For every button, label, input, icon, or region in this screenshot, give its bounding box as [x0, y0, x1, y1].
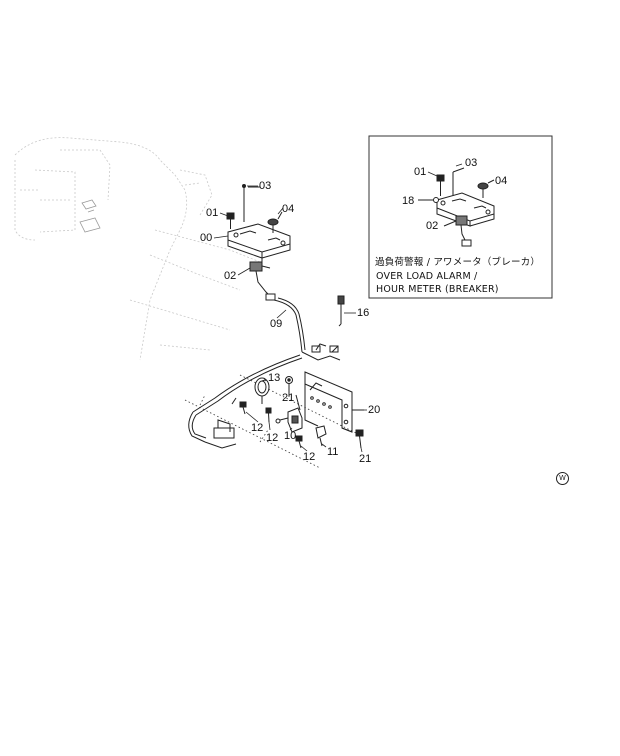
inset-connector-02: [443, 215, 472, 247]
machine-detail: [79, 199, 101, 233]
callout-21-upper: 21: [282, 392, 295, 404]
inset-tie-03: [452, 167, 465, 196]
callout-00: 00: [200, 232, 213, 244]
inset-caption-en-1: OVER LOAD ALARM /: [376, 271, 478, 282]
breaker-10: [275, 407, 303, 433]
machine-body-outline: [14, 137, 261, 361]
tie-03: [242, 184, 260, 222]
inset-bracket: [436, 192, 495, 227]
inset-grommet-04: [477, 179, 495, 198]
inset-callout-04: 04: [495, 175, 508, 187]
screw-12-left: [239, 401, 247, 415]
screw-21-upper: [285, 376, 293, 396]
callout-02: 02: [224, 270, 237, 282]
harness-09: [188, 297, 341, 449]
base-panel: [184, 374, 361, 469]
inset-callout-03: 03: [465, 157, 478, 169]
inset-callout-18: 18: [402, 195, 415, 207]
screw-21-lower: [355, 429, 364, 449]
grommet-04: [267, 211, 283, 233]
leader-lines: [213, 185, 367, 453]
watermark-w-icon: W: [556, 472, 569, 485]
connector-02: [249, 261, 276, 301]
callout-03: 03: [259, 180, 272, 192]
callout-16: 16: [357, 307, 370, 319]
wire-leads: [231, 382, 323, 411]
callout-09: 09: [270, 318, 283, 330]
callout-12-left: 12: [251, 422, 264, 434]
callout-11: 11: [327, 446, 339, 458]
callout-01: 01: [206, 207, 219, 219]
callout-04: 04: [282, 203, 295, 215]
callout-12-right: 12: [303, 451, 316, 463]
callout-12-mid: 12: [266, 432, 279, 444]
bolt-01: [226, 212, 235, 229]
inset-caption-jp: 過負荷警報 / アワメータ（ブレーカ）: [375, 257, 541, 268]
inset-nut-18: [418, 197, 439, 203]
inset-caption-en-2: HOUR METER (BREAKER): [376, 284, 499, 295]
clip-11: [315, 425, 327, 447]
inset-frame: [368, 135, 553, 299]
screw-12-right: [295, 435, 303, 449]
bracket-20: [304, 371, 364, 433]
inset-leaders: [427, 163, 463, 177]
callout-20: 20: [368, 404, 381, 416]
inset-callout-01: 01: [414, 166, 427, 178]
hour-meter-13: [254, 377, 270, 404]
main-bracket: [227, 223, 291, 269]
callout-10: 10: [284, 430, 297, 442]
callout-21-lower: 21: [359, 453, 372, 465]
inset-bolt-01: [436, 174, 445, 196]
screw-12-mid: [265, 407, 272, 423]
inset-callout-02: 02: [426, 220, 439, 232]
callout-13: 13: [268, 372, 281, 384]
tie-16: [337, 295, 345, 327]
